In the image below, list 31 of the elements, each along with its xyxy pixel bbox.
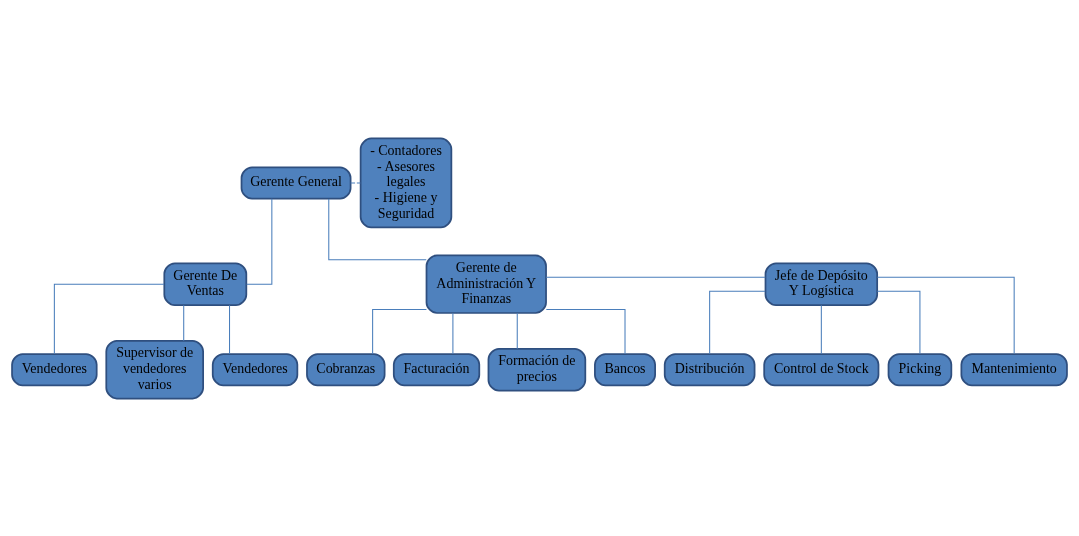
connector (709, 290, 766, 354)
connector (328, 197, 427, 260)
connector (516, 312, 518, 349)
node-box: Jefe de Depósito Y Logística (764, 261, 879, 306)
node-box: Picking (887, 352, 953, 386)
connector (820, 304, 822, 354)
connector (229, 304, 231, 354)
node-box: Cobranzas (306, 352, 386, 386)
node-box: - Contadores - Asesores legales - Higiene y Seguridad (359, 137, 453, 228)
node-box: Distribución (663, 352, 756, 386)
connector (53, 283, 165, 354)
node-box: Gerente General (240, 165, 352, 200)
connector (372, 308, 427, 354)
node-box: Control de Stock (763, 352, 880, 386)
connector (545, 308, 626, 354)
node-box: Supervisor de vendedores varios (105, 339, 204, 399)
connector (876, 290, 921, 354)
node-box: Bancos (594, 352, 656, 386)
node-box: Vendedores (211, 352, 299, 386)
node-box: Formación de precios (487, 347, 587, 392)
node-box: Mantenimiento (960, 352, 1068, 386)
node-box: Gerente de Administración Y Finanzas (425, 254, 547, 314)
node-box: Gerente De Ventas (163, 261, 248, 306)
node-box: Facturación (392, 352, 481, 386)
connector (183, 304, 185, 341)
node-box: Vendedores (11, 352, 98, 386)
connector (452, 312, 454, 355)
connector (350, 181, 361, 183)
connector (246, 197, 273, 285)
connector (876, 276, 1015, 354)
connector (545, 276, 766, 278)
